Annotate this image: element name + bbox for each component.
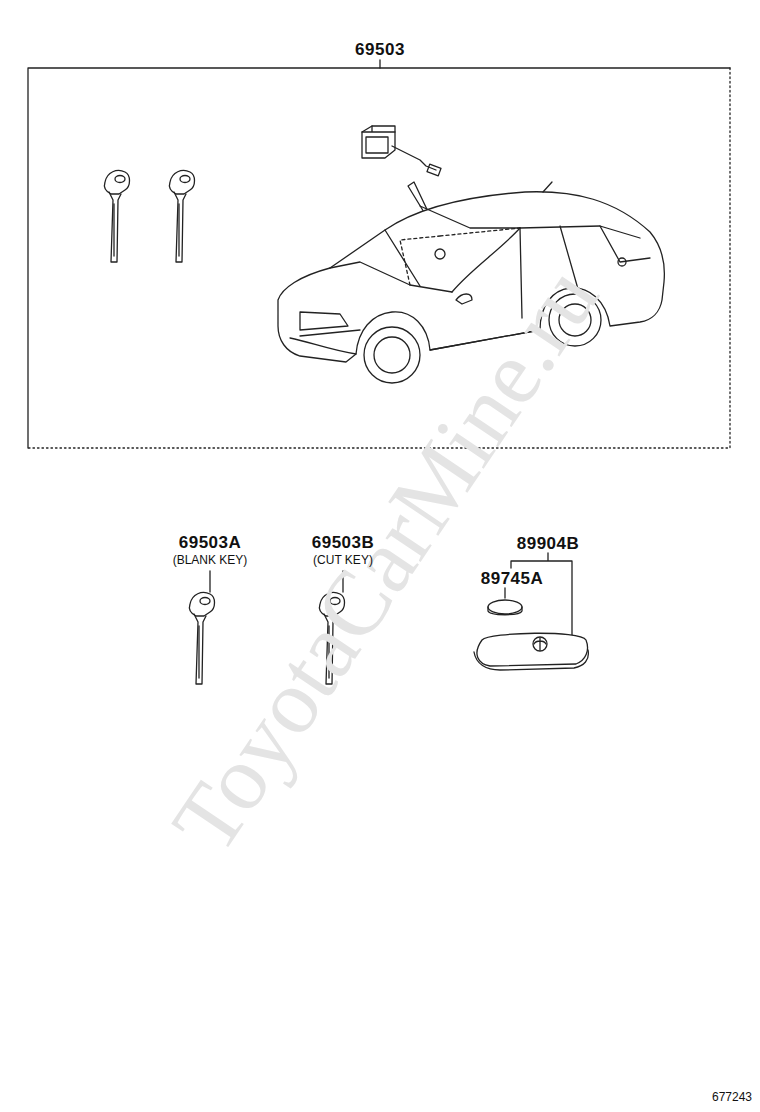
- drawing-number: 677243: [712, 1091, 752, 1104]
- part-note: (BLANK KEY): [173, 554, 248, 567]
- part-note: (CUT KEY): [313, 554, 373, 567]
- callout-number: 89745A: [481, 570, 544, 589]
- callout-number: 69503A: [179, 534, 242, 553]
- callout-number: 69503: [355, 41, 405, 60]
- callout-number: 69503B: [312, 534, 375, 553]
- callout-number: 89904B: [517, 535, 580, 554]
